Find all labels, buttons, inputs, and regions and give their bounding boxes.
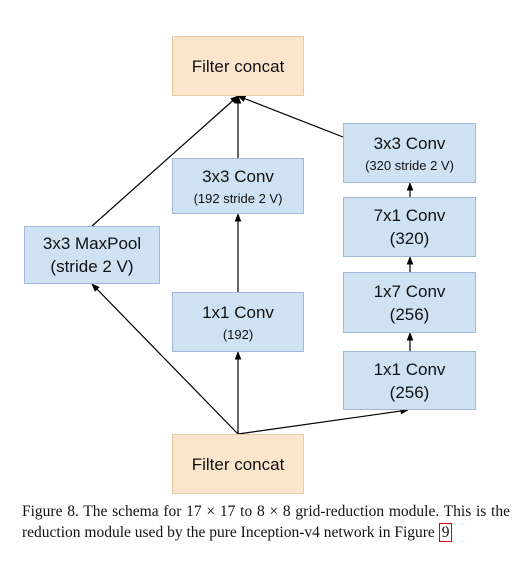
mid-1x1-title: 1x1 Conv [202, 302, 274, 322]
bottom-filter-concat-label: Filter concat [191, 454, 285, 474]
right-7x1-detail: (320) [389, 229, 430, 248]
right-7x1-conv-box: 7x1 Conv (320) [343, 197, 476, 257]
reduction-module-diagram: Filter concat 3x3 MaxPool (stride 2 V) 3… [24, 36, 476, 494]
arrow-right-3x3-to-top [237, 95, 344, 138]
right-1x1-detail: (256) [389, 382, 430, 402]
right-1x7-detail: (256) [389, 304, 430, 324]
right-3x3-title: 3x3 Conv [373, 133, 446, 153]
mid-1x1-detail: (192) [222, 326, 254, 342]
top-filter-concat-label: Filter concat [191, 56, 285, 76]
bottom-filter-concat: Filter concat [172, 434, 304, 494]
right-1x1-title: 1x1 Conv [373, 359, 446, 379]
figure-caption: Figure 8. The schema for 17 × 17 to 8 × … [22, 501, 510, 543]
arrow-bottom-to-right-1x1 [237, 407, 409, 435]
figure-reference-link[interactable]: 9 [438, 523, 453, 542]
mid-1x1-conv-box: 1x1 Conv (192) [172, 292, 304, 352]
right-1x7-conv-box: 1x7 Conv (256) [343, 272, 476, 333]
arrows-layer [91, 95, 414, 435]
mid-3x3-detail: (192 stride 2 V) [193, 190, 283, 206]
top-filter-concat: Filter concat [172, 36, 304, 96]
right-3x3-detail: (320 stride 2 V) [365, 157, 454, 173]
right-3x3-conv-box: 3x3 Conv (320 stride 2 V) [343, 123, 476, 183]
maxpool-box: 3x3 MaxPool (stride 2 V) [24, 226, 160, 284]
right-1x1-conv-box: 1x1 Conv (256) [343, 351, 476, 410]
arrow-maxpool-to-top [91, 95, 239, 227]
caption-text: Figure 8. The schema for 17 × 17 to 8 × … [22, 503, 510, 541]
right-1x7-title: 1x7 Conv [373, 281, 446, 301]
right-7x1-title: 7x1 Conv [373, 206, 446, 225]
maxpool-detail: (stride 2 V) [50, 257, 134, 276]
maxpool-title: 3x3 MaxPool [42, 234, 142, 253]
arrow-bottom-to-maxpool [91, 283, 239, 435]
mid-3x3-title: 3x3 Conv [202, 166, 274, 186]
mid-3x3-conv-box: 3x3 Conv (192 stride 2 V) [172, 158, 304, 214]
